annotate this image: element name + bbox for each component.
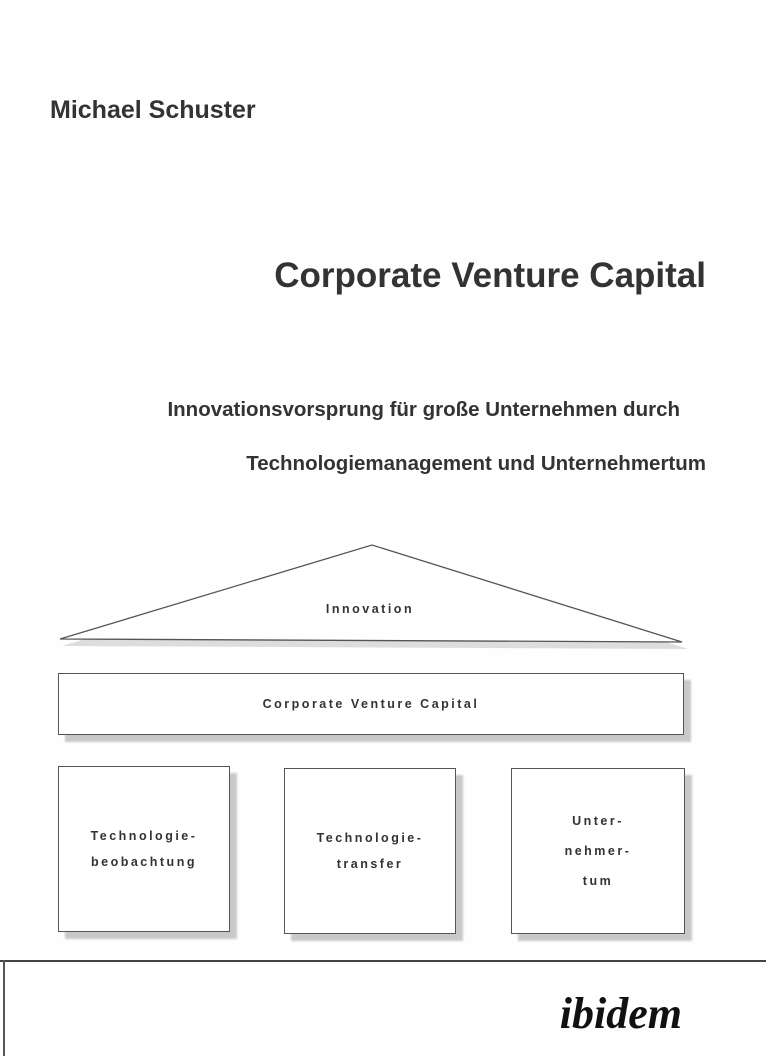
left-edge-line — [3, 960, 5, 1056]
diagram-pillar-technology-observation: Technologie- beobachtung — [58, 766, 230, 932]
publisher-logo: ibidem — [559, 989, 682, 1038]
pillar-label: tum — [582, 874, 614, 888]
subtitle-line-1: Innovationsvorsprung für große Unternehm… — [167, 398, 680, 421]
book-title: Corporate Venture Capital — [274, 256, 706, 295]
diagram-pillar-entrepreneurship: Unter- nehmer- tum — [511, 768, 685, 934]
pillar-label: Technologie- — [90, 829, 198, 843]
author-name: Michael Schuster — [50, 96, 256, 124]
roof-label: Innovation — [325, 602, 415, 616]
subtitle-line-2: Technologiemanagement und Unternehmertum — [246, 452, 706, 475]
pillar-label: Unter- — [572, 814, 624, 828]
diagram-beam: Corporate Venture Capital — [58, 673, 684, 735]
beam-label: Corporate Venture Capital — [262, 697, 480, 711]
pillar-label: transfer — [336, 857, 404, 871]
pillar-label: beobachtung — [91, 855, 197, 869]
pillar-label: nehmer- — [564, 844, 632, 858]
divider-line — [0, 960, 766, 962]
diagram-roof-triangle — [59, 544, 688, 649]
diagram-pillar-technology-transfer: Technologie- transfer — [284, 768, 456, 934]
pillar-label: Technologie- — [316, 831, 424, 845]
